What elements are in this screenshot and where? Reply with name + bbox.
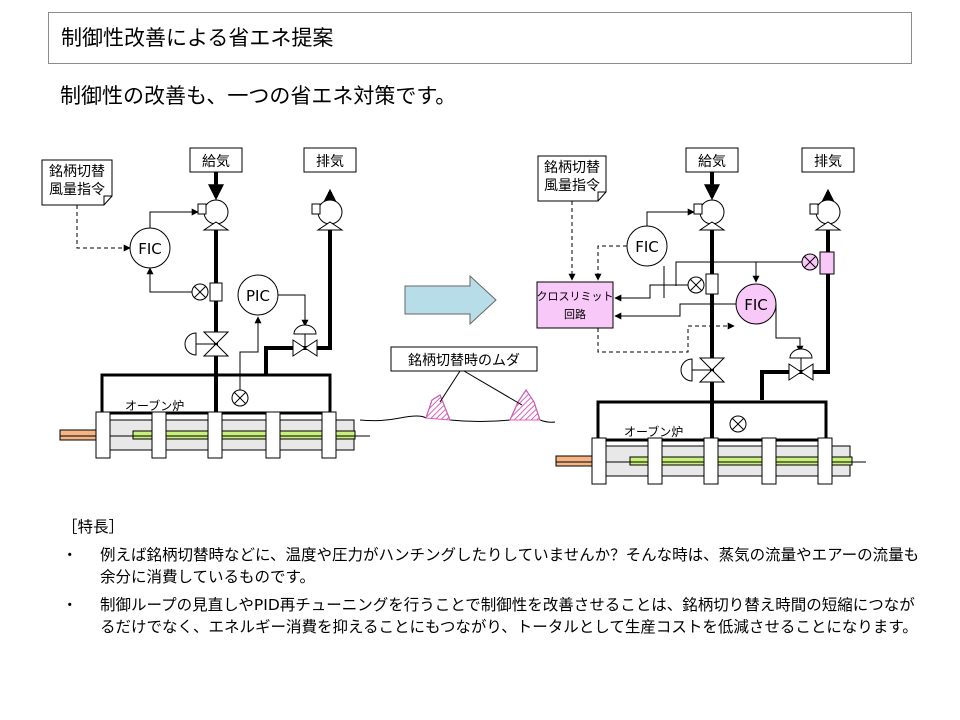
page-subtitle: 制御性の改善も、一つの省エネ対策です。 xyxy=(60,84,457,108)
title-box: 制御性改善による省エネ提案 xyxy=(48,12,912,64)
left-supply-valve-icon xyxy=(184,331,230,357)
left-supply-label: 給気 xyxy=(202,154,230,170)
feature-text: 例えば銘柄切替時などに、温度や圧力がハンチングしたりしていませんか？そんな時は、… xyxy=(100,546,920,586)
left-exhaust-label: 排気 xyxy=(316,154,344,170)
right-note-line2: 風量指令 xyxy=(544,178,600,194)
feature-item: ・ 制御ループの見直しやPID再チューニングを行うことで制御性を改善させることは… xyxy=(62,594,922,638)
bullet-mark: ・ xyxy=(62,596,78,614)
left-supply-blower xyxy=(197,199,230,231)
left-fic-label: FIC xyxy=(138,240,162,258)
left-note-box: 銘柄切替 風量指令 xyxy=(41,159,113,206)
left-pic-label: PIC xyxy=(246,287,270,305)
bullet-mark: ・ xyxy=(62,546,78,564)
waste-label: 銘柄切替時のムダ xyxy=(408,353,520,369)
cross-limit-line2: 回路 xyxy=(564,308,586,321)
process-diagram: 銘柄切替 風量指令 給気 排気 FIC xyxy=(41,147,866,485)
right-diagram: 銘柄切替 風量指令 給気 排気 クロスリミット 回路 FIC xyxy=(536,147,866,485)
right-exhaust-control-valve-icon xyxy=(788,348,814,381)
transition-arrow-icon xyxy=(404,274,497,326)
features-section: ［特長］ ・ 例えば銘柄切替時などに、温度や圧力がハンチングしたりしていませんか… xyxy=(62,516,922,644)
right-oven-label: オーブン炉 xyxy=(624,424,683,439)
left-diagram: 銘柄切替 風量指令 給気 排気 FIC xyxy=(41,147,370,459)
right-supply-valve-icon xyxy=(680,357,726,383)
right-supply-label: 給気 xyxy=(698,154,726,170)
feature-item: ・ 例えば銘柄切替時などに、温度や圧力がハンチングしたりしていませんか？そんな時… xyxy=(62,544,922,588)
left-note-line1: 銘柄切替 xyxy=(49,164,105,180)
right-exhaust-blower xyxy=(809,199,842,231)
left-oven-label: オーブン炉 xyxy=(125,398,184,413)
left-exhaust-control-valve-icon xyxy=(292,324,318,357)
right-note-box: 銘柄切替 風量指令 xyxy=(537,155,607,202)
middle-section: 銘柄切替時のムダ xyxy=(359,274,556,423)
feature-text: 制御ループの見直しやPID再チューニングを行うことで制御性を改善させることは、銘… xyxy=(100,596,918,636)
right-note-line1: 銘柄切替 xyxy=(544,160,600,176)
right-fic-top-label: FIC xyxy=(635,238,659,256)
left-note-line2: 風量指令 xyxy=(49,182,105,198)
right-fic-mid-label: FIC xyxy=(744,296,768,314)
cross-limit-line1: クロスリミット xyxy=(537,290,614,303)
page-title: 制御性改善による省エネ提案 xyxy=(61,26,334,50)
right-supply-blower xyxy=(693,199,726,231)
right-exhaust-label: 排気 xyxy=(814,154,842,170)
features-heading: ［特長］ xyxy=(62,518,125,536)
left-exhaust-blower xyxy=(311,199,344,231)
